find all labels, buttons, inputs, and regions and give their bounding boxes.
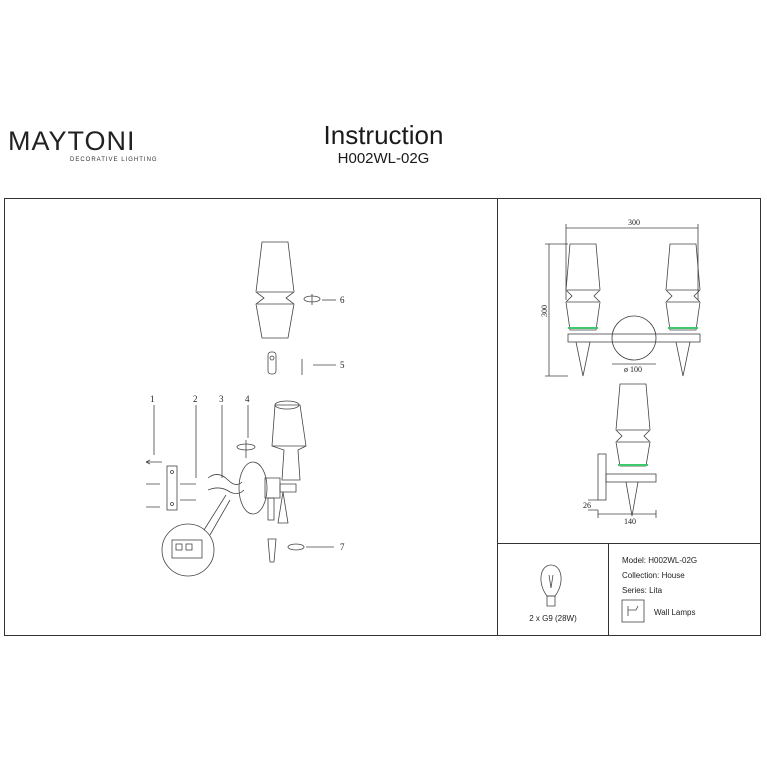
dim-width: 300 bbox=[628, 218, 640, 227]
callout-4: 4 bbox=[245, 394, 250, 404]
bulb-icon bbox=[540, 564, 562, 597]
callout-6: 6 bbox=[340, 295, 345, 305]
wiring-detail-callout bbox=[161, 523, 215, 577]
assembled-shade bbox=[271, 404, 307, 481]
wall-lamp-icon bbox=[621, 599, 645, 623]
dim-base-diameter: ø 100 bbox=[624, 365, 642, 374]
callout-5: 5 bbox=[340, 360, 345, 370]
page-title-text: Instruction bbox=[323, 120, 444, 150]
dim-offset: 26 bbox=[583, 501, 591, 510]
category-spec: Wall Lamps bbox=[654, 608, 696, 617]
drawing-frame bbox=[4, 198, 761, 636]
spec-column-divider bbox=[608, 543, 609, 636]
dim-height: 300 bbox=[540, 305, 549, 317]
g9-bulb-icon bbox=[267, 351, 277, 375]
callout-2: 2 bbox=[193, 394, 198, 404]
finial-icon bbox=[267, 538, 277, 563]
brand-logo: MAYTONI bbox=[8, 126, 136, 156]
callout-7: 7 bbox=[340, 542, 345, 552]
bulb-spec: 2 x G9 (28W) bbox=[529, 614, 577, 623]
wall-base-plate bbox=[238, 461, 268, 515]
collection-spec: Collection: House bbox=[622, 571, 685, 580]
dim-depth: 140 bbox=[624, 517, 636, 526]
page-title: Instruction bbox=[0, 120, 767, 151]
model-spec: Model: H002WL-02G bbox=[622, 556, 698, 565]
main-divider bbox=[497, 198, 498, 636]
series-spec: Series: Lita bbox=[622, 586, 663, 595]
exploded-glass-shade bbox=[255, 241, 295, 339]
spec-divider bbox=[497, 543, 761, 544]
callout-3: 3 bbox=[219, 394, 224, 404]
brand-tagline: DECORATIVE LIGHTING bbox=[70, 157, 158, 163]
callout-1: 1 bbox=[150, 394, 155, 404]
model-code: H002WL-02G bbox=[337, 150, 430, 167]
